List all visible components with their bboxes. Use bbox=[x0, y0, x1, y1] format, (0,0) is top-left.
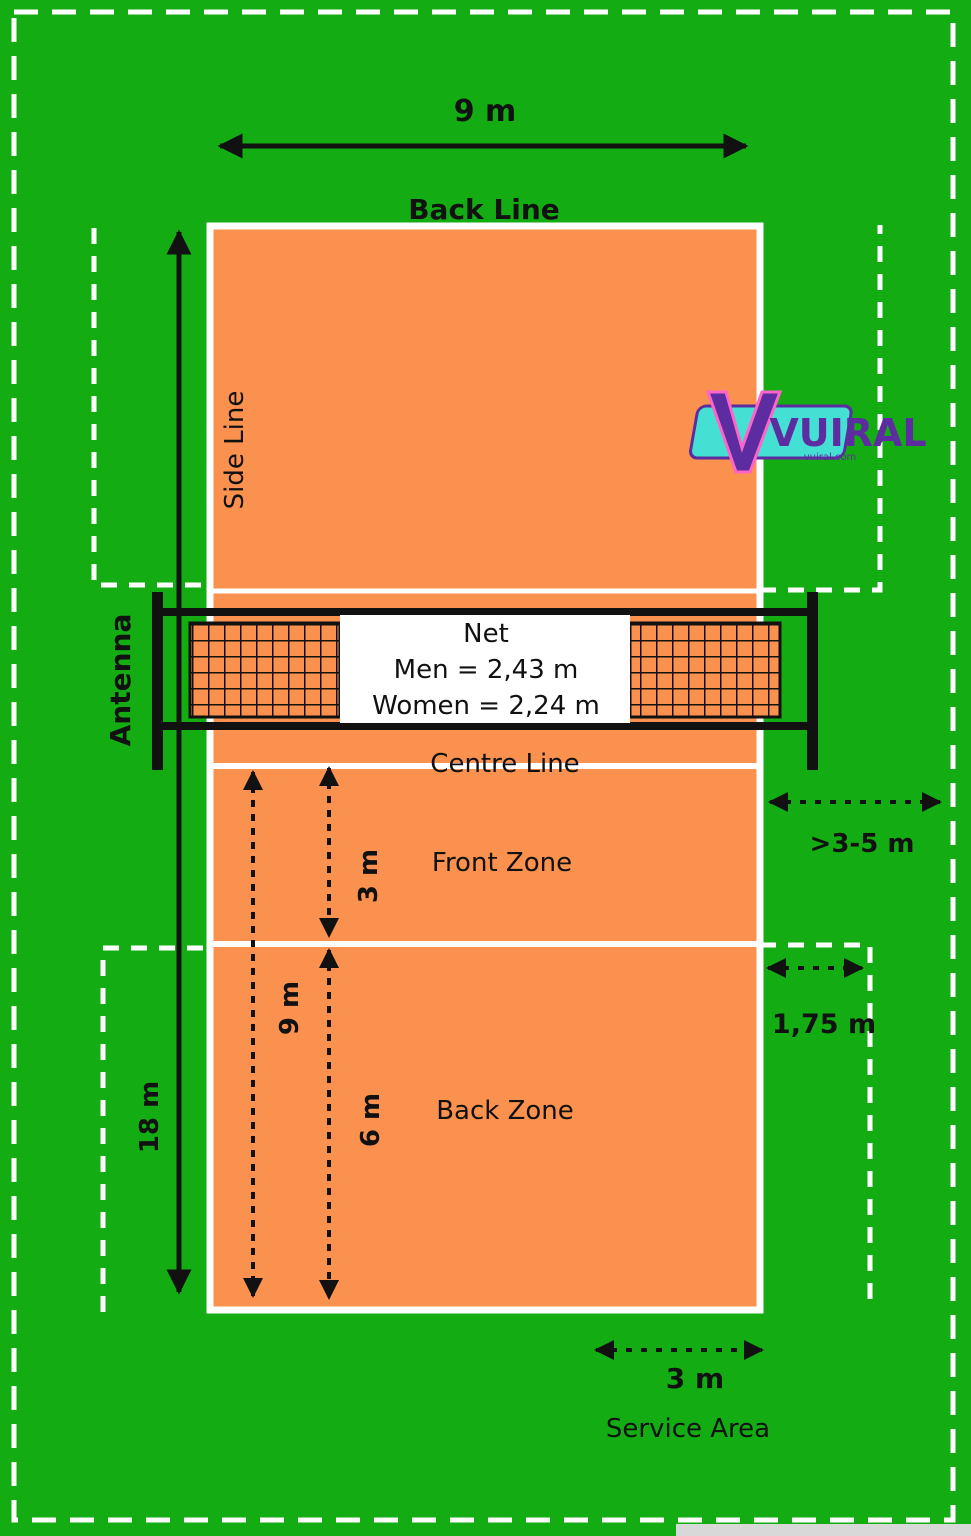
watermark-v-mark bbox=[705, 390, 783, 474]
antenna-label: Antenna bbox=[104, 614, 137, 747]
back-zone-depth-label: 6 m bbox=[356, 1093, 386, 1147]
net-label-box bbox=[340, 615, 630, 723]
net-mesh-left bbox=[188, 621, 342, 719]
front-zone-depth-label: 3 m bbox=[354, 849, 384, 903]
page-corner bbox=[676, 1524, 971, 1536]
net-left-post bbox=[152, 592, 163, 770]
net bbox=[152, 592, 818, 770]
net-men-height: Men = 2,43 m bbox=[394, 655, 579, 685]
front-zone-label: Front Zone bbox=[432, 848, 572, 878]
watermark-site: vuiral.com bbox=[804, 452, 857, 463]
vuiral-watermark-logo: VUIRAL vuiral.com bbox=[689, 390, 927, 474]
side-margin-label: 1,75 m bbox=[772, 1009, 876, 1040]
service-area-label: Service Area bbox=[606, 1414, 770, 1444]
back-zone-label: Back Zone bbox=[436, 1096, 574, 1126]
full-length-label: 18 m bbox=[135, 1081, 165, 1153]
outer-boundary bbox=[11, 9, 956, 1523]
side-line-label: Side Line bbox=[220, 391, 250, 510]
back-line-label: Back Line bbox=[408, 193, 560, 226]
court-width-label: 9 m bbox=[454, 94, 517, 129]
net-right-post bbox=[807, 592, 818, 770]
net-women-height: Women = 2,24 m bbox=[372, 691, 600, 721]
net-mesh-right bbox=[628, 621, 782, 719]
half-length-label: 9 m bbox=[275, 981, 305, 1035]
watermark-brand: VUIRAL bbox=[769, 411, 926, 455]
free-zone-label: >3-5 m bbox=[810, 829, 915, 859]
net-title: Net bbox=[463, 619, 509, 649]
centre-line-label: Centre Line bbox=[430, 749, 579, 779]
service-width-label: 3 m bbox=[666, 1362, 724, 1395]
